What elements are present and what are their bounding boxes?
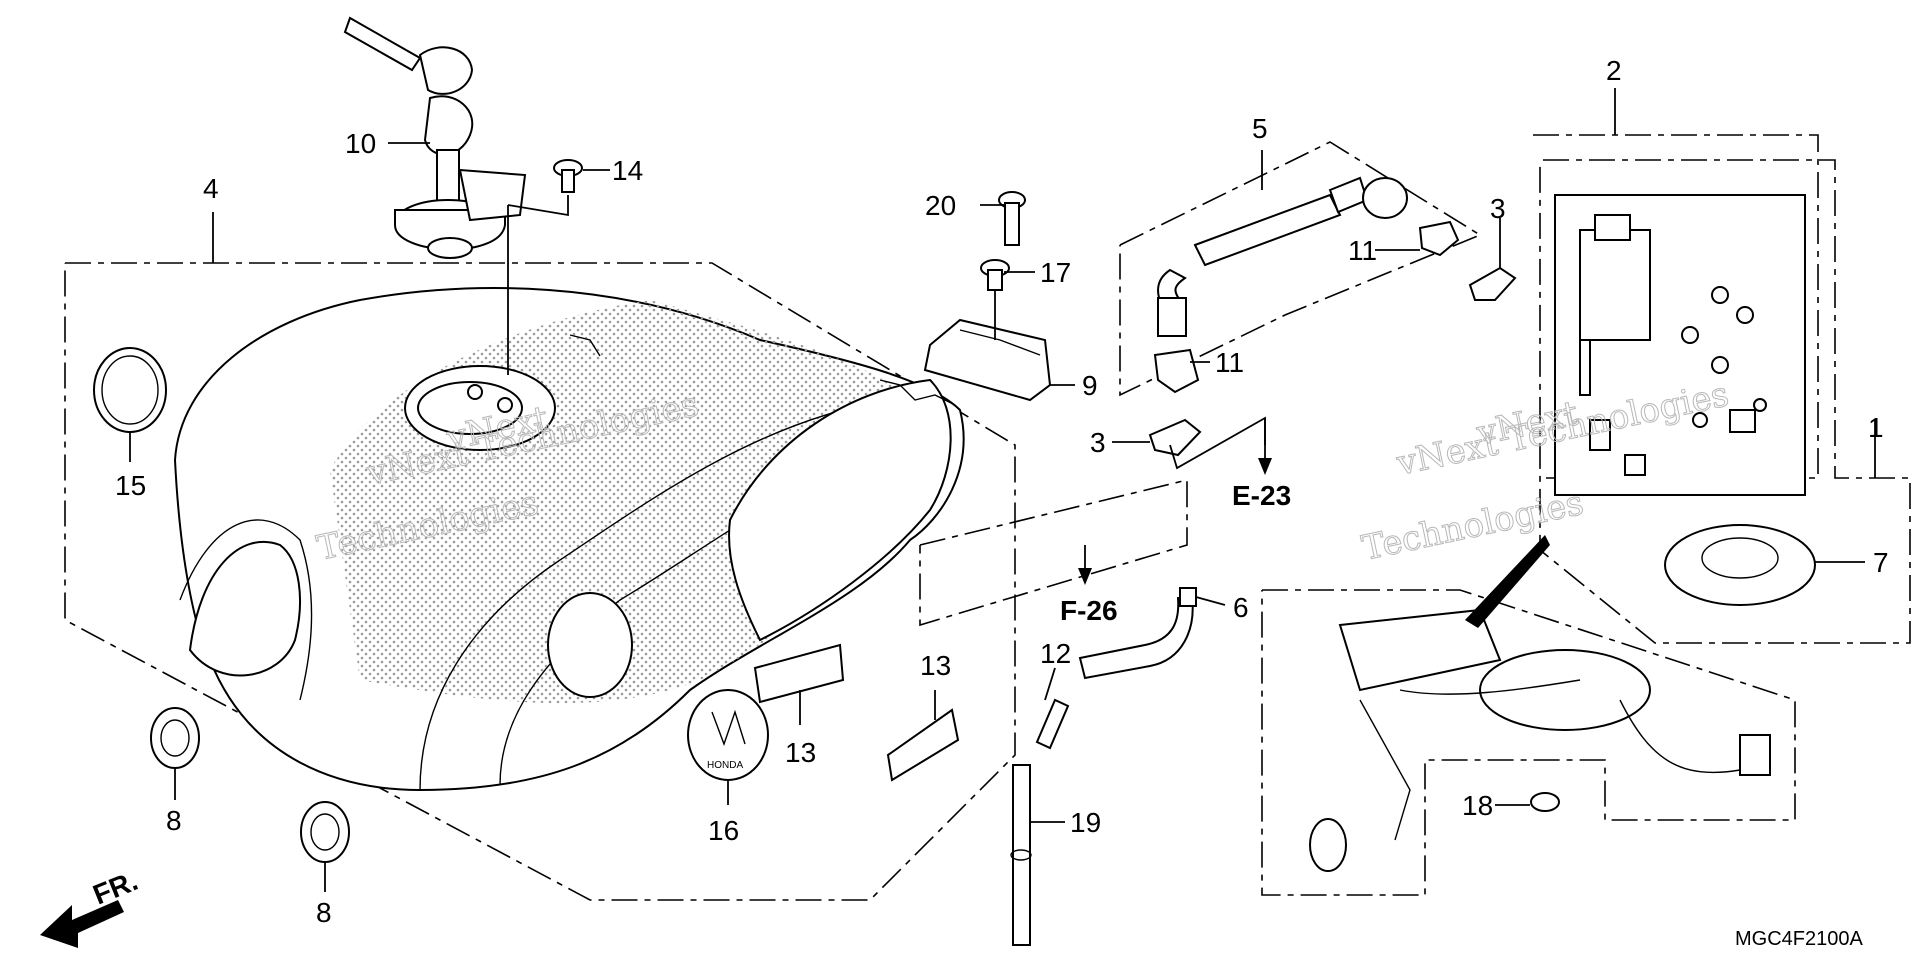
nut-18 [1530,792,1560,812]
group-frame-pump-assembly [1533,88,1911,644]
cap-15 [93,347,167,433]
arrow-f26 [1078,568,1092,585]
arrow-to-pump [1465,535,1550,628]
callout-17: 17 [1040,257,1071,288]
group-frame-hose-5 [1119,141,1482,397]
callout-19: 19 [1070,807,1101,838]
callout-3a: 3 [1490,193,1506,224]
callout-10: 10 [345,128,376,159]
clip-3b [1148,418,1202,457]
callout-11a: 11 [1348,235,1377,266]
clip-3a [1468,266,1517,301]
callout-8b: 8 [316,897,332,928]
callout-18: 18 [1462,790,1493,821]
hose-6 [1078,587,1197,680]
callout-4: 4 [203,173,219,204]
callout-20: 20 [925,190,956,221]
clamp-11b [1153,348,1200,394]
callout-11b: 11 [1215,347,1244,378]
callout-15: 15 [115,470,146,501]
leader-14-frame [507,195,569,217]
leader-lines [129,142,1865,892]
emblem-label: HONDA [707,760,743,771]
ref-e23: E-23 [1232,480,1291,511]
front-direction-arrow: FR. [40,865,142,948]
ref-f26: F-26 [1060,595,1118,626]
callout-13a: 13 [785,737,816,768]
callout-16: 16 [708,815,739,846]
hose-19 [1010,764,1032,946]
callout-1: 1 [1868,412,1884,443]
clamp-11a [1418,220,1460,257]
front-arrow-label: FR. [89,865,142,911]
callout-14: 14 [612,155,643,186]
callout-9: 9 [1082,370,1098,401]
pump-parts-inset [1554,194,1806,496]
fuel-pump-1 [1309,608,1771,872]
watermark-text-6: Technologies [1359,483,1587,569]
callout-numbers: 1 2 3 3 4 5 6 7 8 8 9 10 11 11 12 13 13 … [115,55,1889,928]
rubber-mount-8a [150,707,200,769]
bolt-14 [553,159,583,193]
rubber-mount-8b [300,801,350,863]
group-frame-hoses [919,478,1188,627]
gasket-7 [1664,524,1816,606]
pad-13b [886,708,960,782]
diagram-code: MGC4F2100A [1735,928,1863,950]
callout-3b: 3 [1090,427,1106,458]
callout-13b: 13 [920,650,951,681]
arrow-e23 [1258,458,1272,475]
clip-9 [923,290,1052,402]
callout-2: 2 [1606,55,1622,86]
callout-7: 7 [1873,547,1889,578]
fuel-tank-cover [173,287,965,792]
bolt-20 [998,191,1026,246]
group-frame-tank [64,212,1016,901]
group-frame-pump-lower [1261,589,1796,896]
honda-emblem-16: HONDA [687,689,769,781]
pad-13a [753,643,845,704]
callout-8a: 8 [166,805,182,836]
callout-12: 12 [1040,638,1071,669]
hose-5 [1157,176,1408,337]
hose-12 [1035,698,1070,750]
callout-5: 5 [1252,113,1268,144]
washer-17 [980,259,1010,291]
callout-6: 6 [1233,592,1249,623]
